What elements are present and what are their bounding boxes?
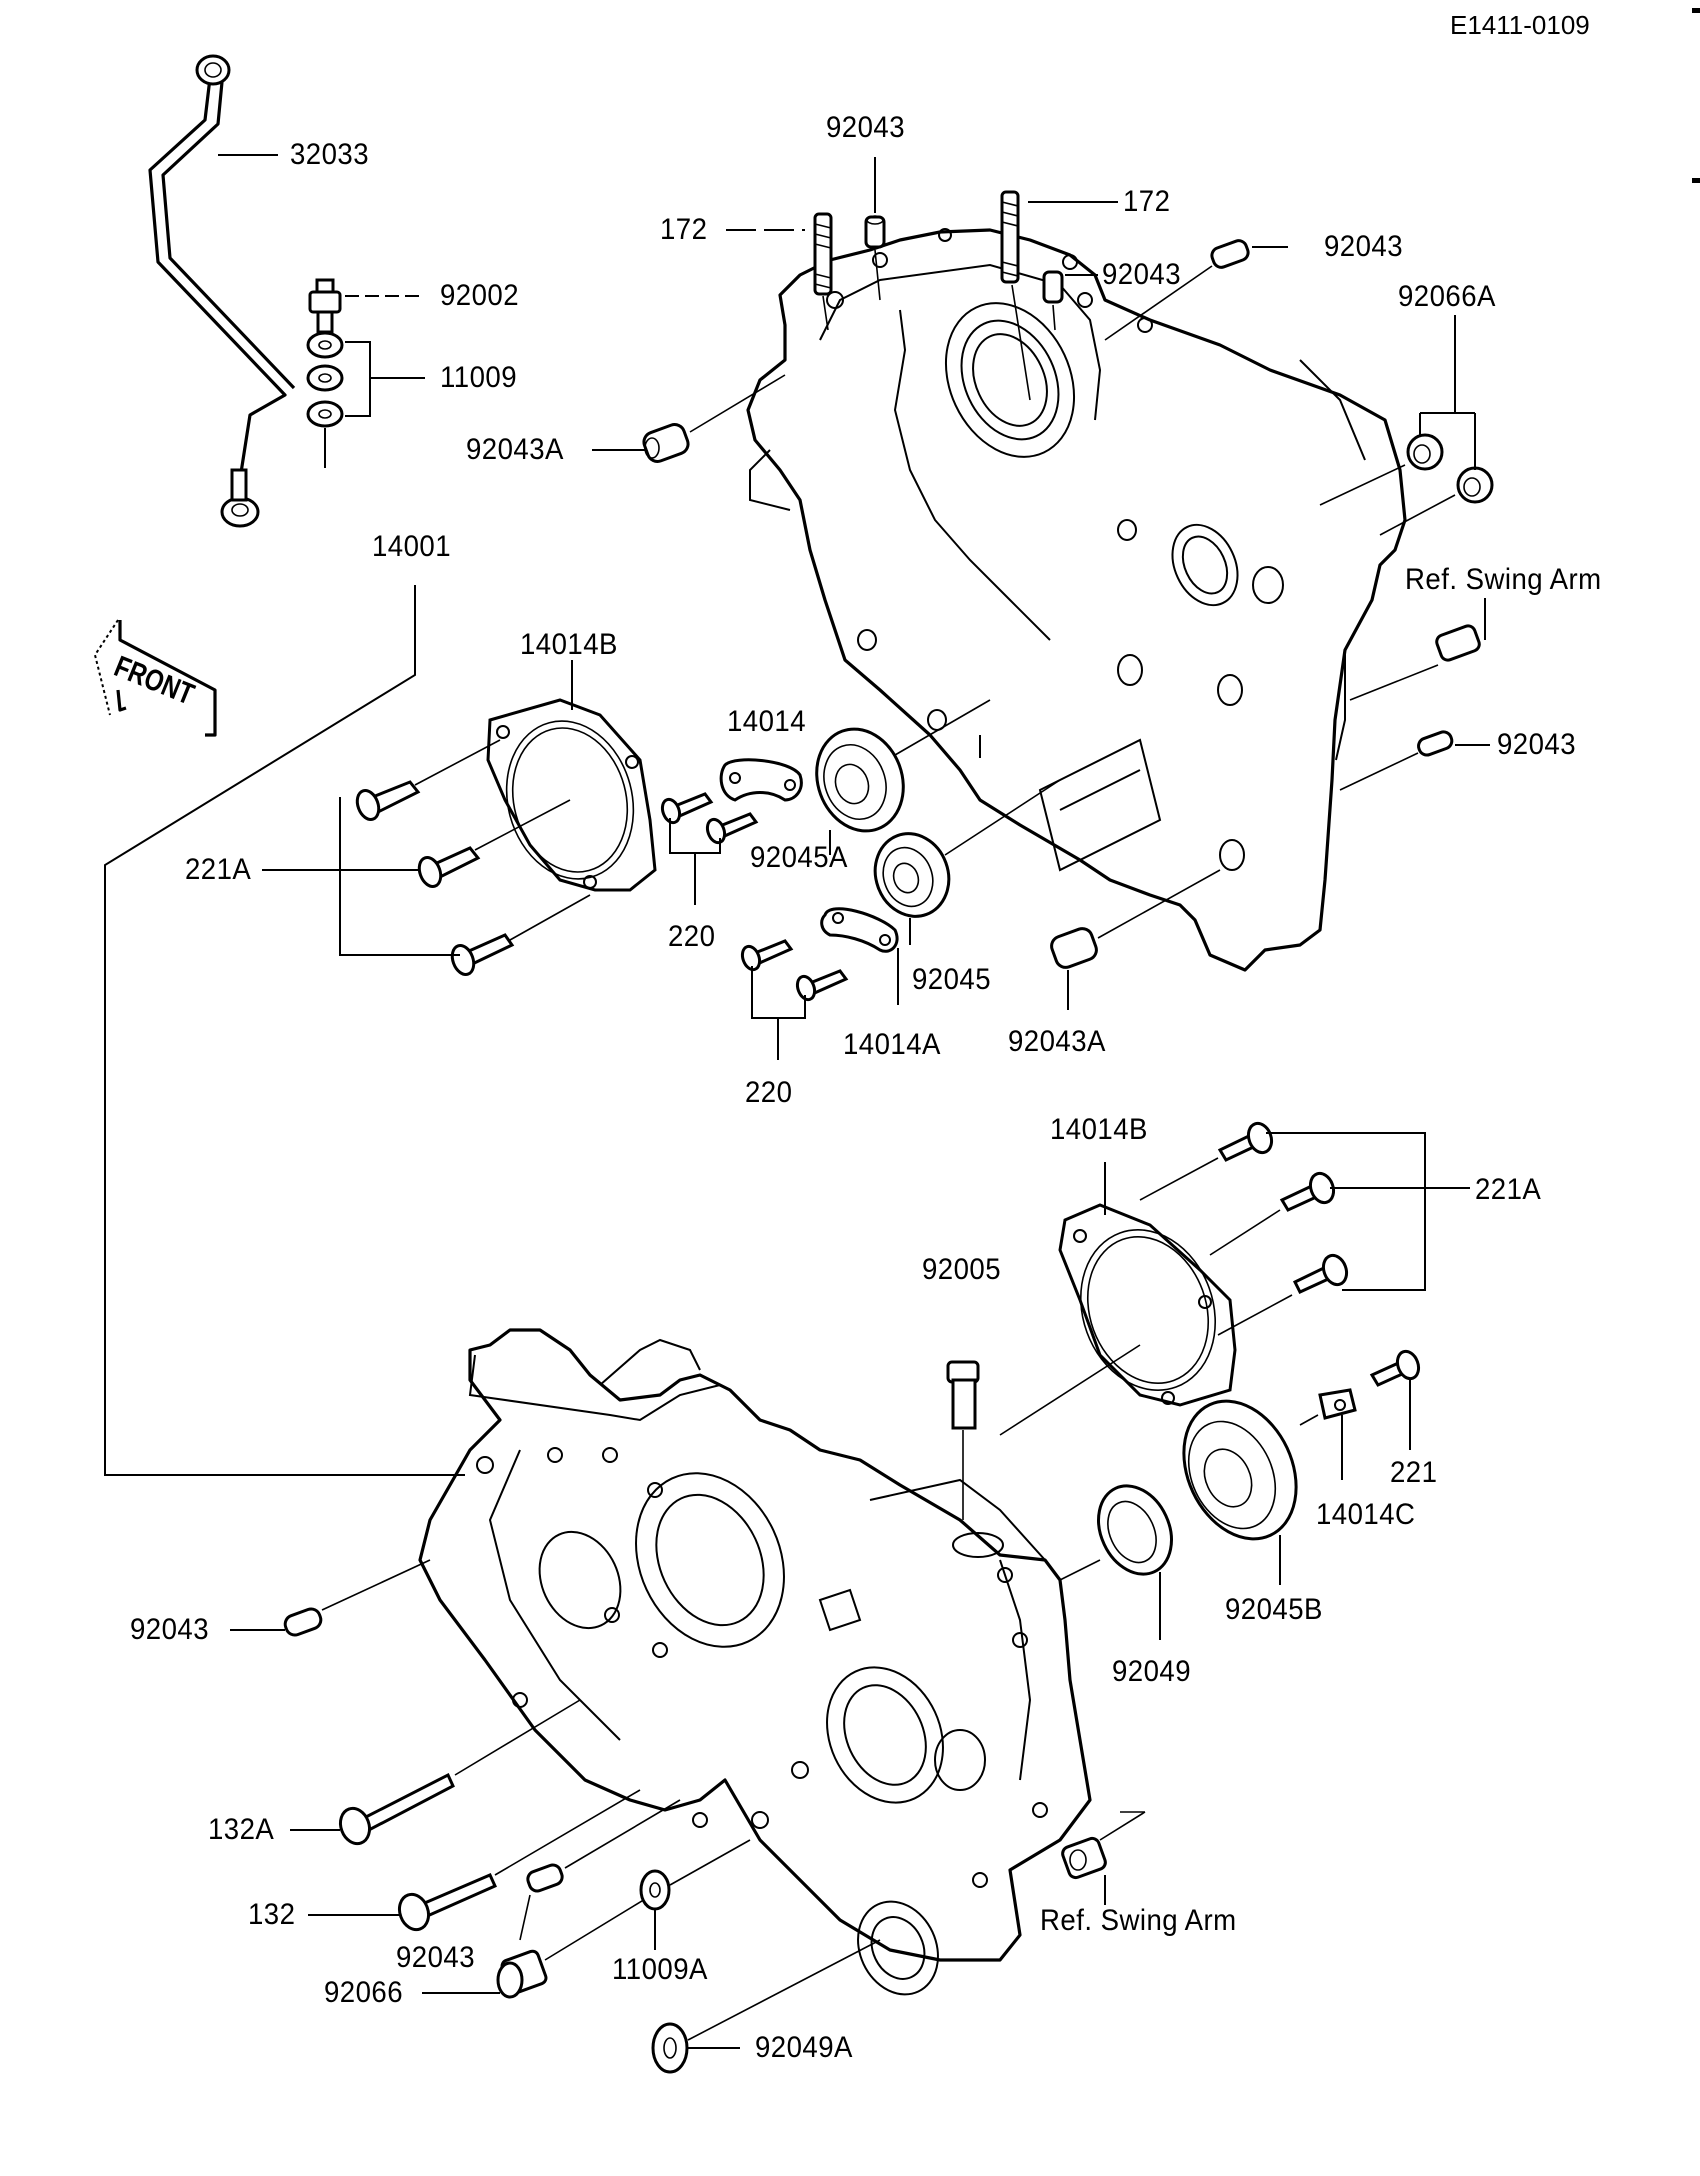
label-92049A: 92049A [755,2031,853,2064]
swing-arm-bushing-bottom [1061,1811,1146,1880]
left-crankcase-half [418,1328,1092,1996]
screw-221 [1369,1349,1421,1387]
banjo-bolt-92002 [308,278,342,334]
label-132A: 132A [208,1813,275,1846]
label-92043-side: 92043 [1497,728,1577,761]
label-11009: 11009 [440,361,518,394]
label-92043A-bottom: 92043A [1008,1025,1106,1058]
label-14014A: 14014A [843,1028,941,1061]
bolt-132 [397,1789,641,1932]
seal-92049A [651,1939,881,2074]
dowel-92043-bottom [519,1799,681,1941]
seal-plate-14014B-top [486,698,657,892]
screws-220-bottom [740,939,849,1002]
right-crankcase-half [746,228,1407,972]
bushing-92043A-bottom [1050,869,1221,969]
label-92066: 92066 [324,1976,404,2009]
seal-plate-14014B-bottom [999,1203,1237,1436]
label-92066A: 92066A [1398,280,1496,313]
label-221A-top: 221A [185,853,252,886]
label-220-top: 220 [668,920,716,953]
plate-14014 [719,758,803,802]
dowel-92043-top [864,157,886,301]
edge-mark-top [1692,8,1700,13]
label-92043A-top: 92043A [466,433,564,466]
label-92049: 92049 [1112,1655,1192,1688]
edge-mark-mid [1692,178,1700,183]
label-92045B: 92045B [1225,1593,1323,1626]
label-92002: 92002 [440,279,520,312]
leader-lines [104,154,1490,2049]
screws-221A-bottom [1139,1121,1349,1336]
bolt-132A [338,1699,581,1846]
label-92005: 92005 [922,1253,1002,1286]
bushing-92043A-top [642,374,786,463]
dowel-92043-right [1104,239,1250,341]
label-132: 132 [248,1898,296,1931]
label-11009A: 11009A [612,1953,708,1986]
screws-221A-top [355,739,591,977]
stud-172-left [813,212,833,331]
dowel-92043-mid [1042,270,1064,331]
label-32033: 32033 [290,138,370,171]
washer-11009A [639,1839,751,1911]
label-92045: 92045 [912,963,992,996]
plate-14014A [820,907,899,953]
nut-14014C [1299,1388,1357,1426]
oil-pipe-32033 [148,54,296,528]
label-14014: 14014 [727,705,807,738]
label-221: 221 [1390,1456,1438,1489]
swing-arm-bushing-top [1349,624,1481,701]
label-ref-swing-arm-top: Ref. Swing Arm [1405,563,1602,596]
label-221A-bottom: 221A [1475,1173,1542,1206]
bearing-92045B [1182,1399,1298,1541]
bearing-92045 [873,779,1061,918]
drain-plug-92066 [496,1889,661,1999]
front-direction-arrow [93,619,217,737]
washers-11009 [306,331,344,468]
oil-seal-92049 [1059,1484,1173,1581]
dowel-92043-side [1339,730,1454,791]
label-92043-right: 92043 [1324,230,1404,263]
label-172-right: 172 [1123,185,1171,218]
stud-172-right [1000,190,1031,401]
label-14001: 14001 [372,530,452,563]
label-14014B-bottom: 14014B [1050,1113,1148,1146]
dowel-92043-lower-left [283,1559,431,1637]
label-14014B-top: 14014B [520,628,618,661]
screws-220-top [660,792,759,845]
plug-92005 [946,1360,980,1520]
label-92045A: 92045A [750,841,848,874]
label-ref-swing-arm-bottom: Ref. Swing Arm [1040,1904,1237,1937]
diagram-code: E1411-0109 [1450,10,1590,40]
label-92043-mid: 92043 [1102,258,1182,291]
label-220-bottom: 220 [745,1076,793,1109]
label-92043-lower-left: 92043 [130,1613,210,1646]
bushings-92066A [1319,433,1494,536]
bearing-92045A [815,699,991,833]
label-172-left: 172 [660,213,708,246]
label-92043-top: 92043 [826,111,906,144]
label-92043-bottom: 92043 [396,1941,476,1974]
label-14014C: 14014C [1316,1498,1416,1531]
